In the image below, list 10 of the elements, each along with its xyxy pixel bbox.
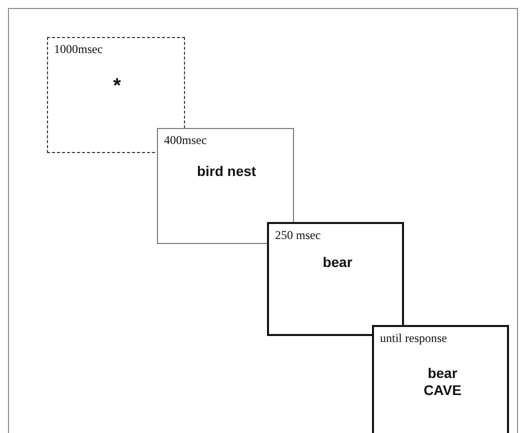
duration-label: 250 msec xyxy=(275,228,321,243)
stimulus-frame xyxy=(372,325,509,433)
duration-label: 400msec xyxy=(164,133,207,148)
stimulus-text: bear CAVE xyxy=(422,365,462,399)
duration-label: 1000msec xyxy=(54,42,103,57)
duration-label: until response xyxy=(380,331,447,346)
stimulus-text: * xyxy=(112,78,122,95)
stimulus-frame xyxy=(157,128,294,244)
stimulus-text: bear xyxy=(322,254,354,271)
stimulus-text: bird nest xyxy=(196,163,256,180)
